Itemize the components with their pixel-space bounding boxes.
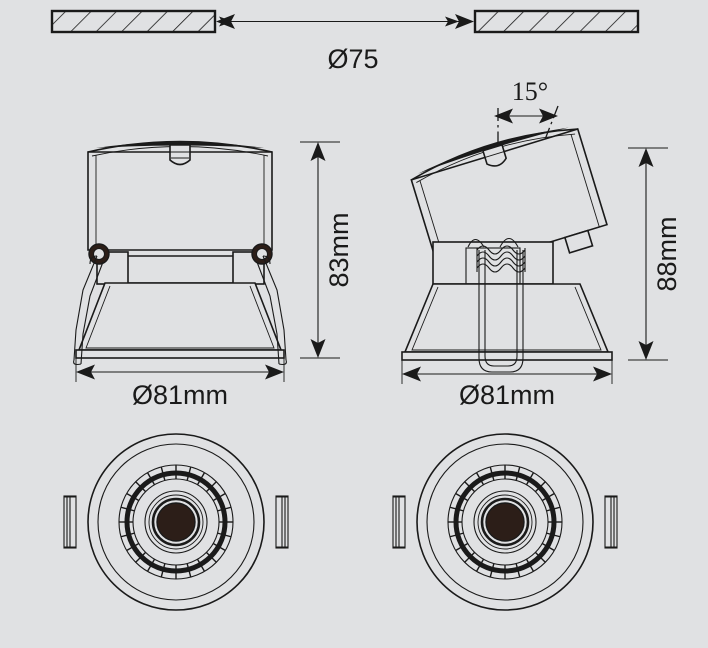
plan-second-ring-left: [97, 443, 255, 601]
tilted-elevation-view: 15°: [401, 77, 682, 410]
arrow-right-left: [265, 364, 284, 380]
cutout-dimension-arrow: [216, 14, 474, 29]
plan-inner-ring-a-right: [461, 478, 549, 566]
arrow-down-left: [310, 339, 326, 358]
plan-lens-left: [156, 502, 196, 542]
bottom-plan-view-left: [63, 433, 289, 611]
diameter-label-left: Ø81mm: [132, 380, 228, 410]
spring-clip-left: [73, 255, 104, 366]
cutout-diameter-label: Ø75: [327, 44, 378, 74]
cutout-view: Ø75: [50, 9, 640, 74]
plan-knurl-teeth-right: [448, 465, 562, 579]
reflector-cone-inner-left: [85, 285, 275, 349]
angle-arrow-left: [494, 108, 513, 124]
u-wire-bracket: [478, 250, 524, 373]
arrow-right-right: [593, 366, 612, 382]
plan-inner-ring-c-left: [148, 494, 204, 550]
pivot-ring-right: [251, 243, 273, 265]
height-dimension-left: 83mm: [300, 141, 354, 359]
plan-inner-ring-c-right: [477, 494, 533, 550]
arrow-left-left: [76, 364, 95, 380]
height-dimension-right: 88mm: [628, 147, 682, 361]
reflector-cone-inner-right: [411, 286, 602, 351]
housing-top-knob-right: [481, 143, 508, 167]
plan-inner-ring-b-right: [473, 490, 537, 554]
height-label-left: 83mm: [324, 212, 354, 287]
housing-body-left: [87, 151, 273, 251]
plan-tab-left-left: [63, 495, 77, 549]
spring-clip-right: [256, 255, 287, 366]
height-label-right: 88mm: [652, 216, 682, 291]
arrow-left-right: [402, 366, 421, 382]
tilt-angle-label: 15°: [512, 77, 548, 106]
base-body-right: [432, 241, 554, 285]
housing-body-right: [410, 128, 608, 277]
reflector-cone-left: [77, 282, 283, 351]
base-hook-left: [467, 238, 485, 248]
width-dimension-left: Ø81mm: [75, 358, 285, 410]
plan-second-ring-right: [426, 443, 584, 601]
arrow-down-right: [638, 341, 654, 360]
bottom-plan-view-right: [392, 433, 618, 611]
width-dimension-right: Ø81mm: [401, 360, 613, 410]
trim-flange-right: [401, 351, 613, 361]
plan-tab-right-left: [392, 495, 406, 549]
diameter-label-right: Ø81mm: [459, 380, 555, 410]
housing-top-arc-left: [87, 140, 273, 153]
housing-top-arc-right: [410, 128, 578, 181]
plan-knurl-teeth-left: [119, 465, 233, 579]
arrow-up-right: [638, 148, 654, 167]
tilt-base-assembly: [432, 237, 554, 285]
plan-inner-ring-b-left: [144, 490, 208, 554]
base-hook-right: [499, 237, 519, 248]
plan-lens-right: [485, 502, 525, 542]
plan-tab-right-right: [604, 495, 618, 549]
pivot-ring-left: [88, 243, 110, 265]
housing-tab-right: [563, 229, 594, 254]
trim-flange-left: [75, 349, 285, 359]
housing-top-knob-left: [169, 144, 191, 166]
angle-arrow-right: [539, 108, 558, 124]
front-elevation-view: 83mm Ø81mm: [73, 140, 354, 410]
arrow-up-left: [310, 142, 326, 161]
ceiling-segment-left: [50, 9, 217, 34]
plan-inner-ring-a-left: [132, 478, 220, 566]
ceiling-segment-right: [473, 9, 640, 34]
plan-tab-left-right: [275, 495, 289, 549]
